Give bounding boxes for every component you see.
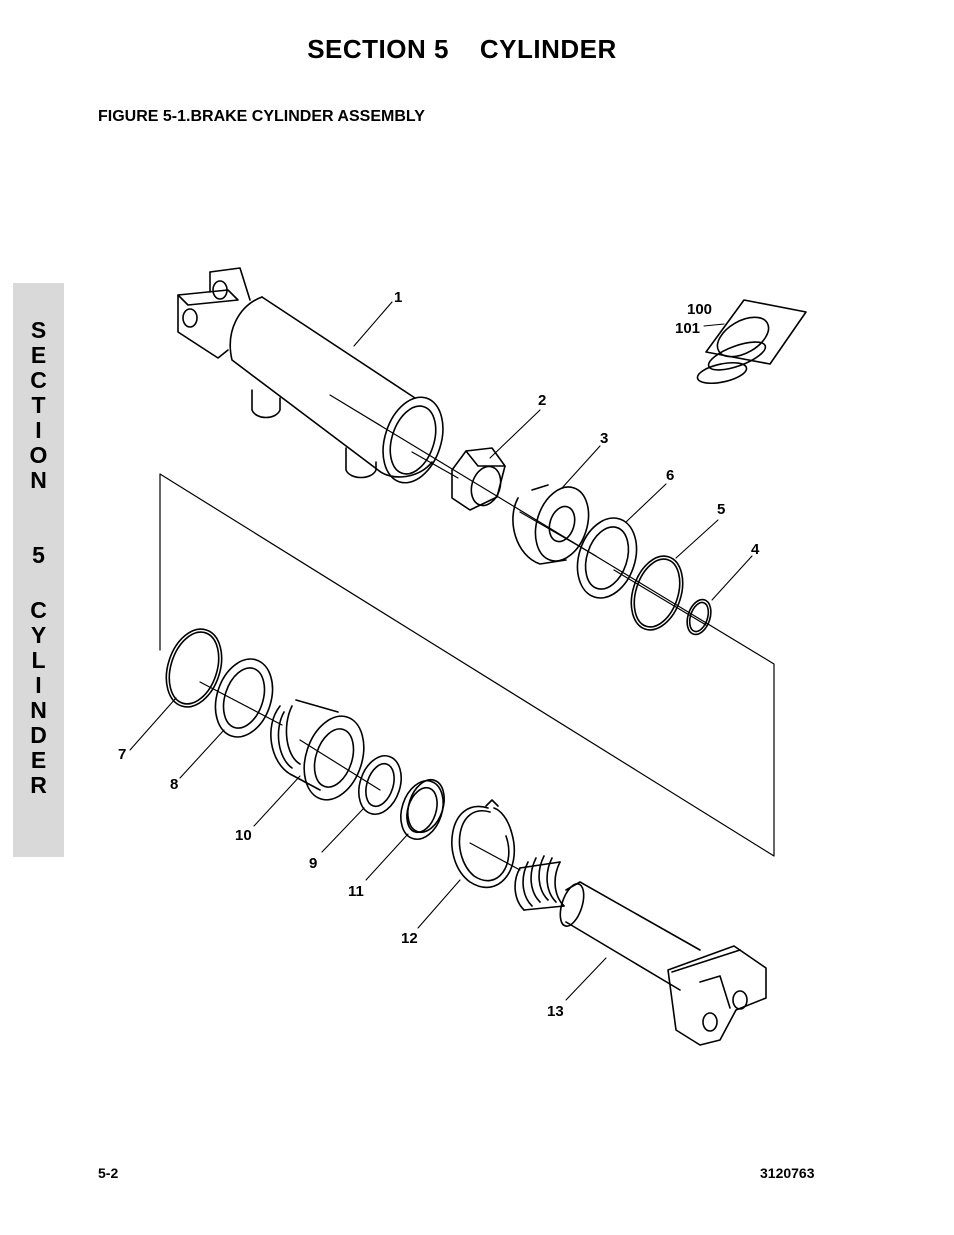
callout-11: 11 xyxy=(348,883,364,900)
callout-5: 5 xyxy=(717,501,725,518)
retaining-ring-part xyxy=(451,799,516,889)
side-tab-letter: N xyxy=(30,467,47,493)
callout-7: 7 xyxy=(118,746,126,763)
callout-9: 9 xyxy=(309,855,317,872)
side-tab-letter: C xyxy=(30,597,47,623)
side-tab-letter: 5 xyxy=(32,542,45,568)
cylinder-barrel-part xyxy=(177,267,444,484)
callout-100: 100 xyxy=(687,301,712,318)
callout-1: 1 xyxy=(394,289,402,306)
section-side-tab: S E C T I O N 5 C Y L I N D E R xyxy=(13,283,64,857)
callout-4: 4 xyxy=(751,541,760,558)
side-tab-letter: N xyxy=(30,697,47,723)
side-tab-letter: E xyxy=(30,342,47,368)
piston-rod-part xyxy=(514,855,767,1046)
callout-3: 3 xyxy=(600,430,608,447)
side-tab-letter: S xyxy=(30,317,47,343)
gland-part xyxy=(512,484,590,565)
callout-12: 12 xyxy=(401,930,418,947)
callout-101: 101 xyxy=(675,320,700,337)
seal-kit-bag xyxy=(696,299,807,385)
callout-2: 2 xyxy=(538,392,546,409)
side-tab-letter: L xyxy=(31,647,46,673)
side-tab-letter: T xyxy=(31,392,46,418)
o-ring-large-part xyxy=(630,555,684,631)
rod-seal-part xyxy=(400,778,445,840)
side-tab-letter: D xyxy=(30,722,47,748)
side-tab-letter: E xyxy=(30,747,47,773)
side-tab-letter: O xyxy=(29,442,48,468)
callout-8: 8 xyxy=(170,776,178,793)
spacer-ring-part xyxy=(358,755,402,815)
callout-6: 6 xyxy=(666,467,674,484)
o-ring-piston-part xyxy=(165,628,223,708)
callout-13: 13 xyxy=(547,1003,564,1020)
piston-part xyxy=(270,699,365,801)
side-tab-letter: I xyxy=(35,672,42,698)
assembly-axis-lines xyxy=(159,394,775,871)
leader-lines xyxy=(129,301,753,1001)
document-number: 3120763 xyxy=(760,1165,815,1181)
page-number: 5-2 xyxy=(98,1165,119,1181)
backup-ring-part xyxy=(214,658,274,738)
nut-part xyxy=(451,447,506,511)
figure-title: FIGURE 5-1.BRAKE CYLINDER ASSEMBLY xyxy=(98,108,425,125)
wiper-ring-part xyxy=(576,517,638,599)
side-tab-letter: C xyxy=(30,367,47,393)
o-ring-small-part xyxy=(686,598,712,636)
side-tab-letter: Y xyxy=(30,622,47,648)
page-title: SECTION 5 CYLINDER xyxy=(307,34,617,64)
side-tab-letter: R xyxy=(30,772,47,798)
callout-10: 10 xyxy=(235,827,252,844)
side-tab-letter: I xyxy=(35,417,42,443)
